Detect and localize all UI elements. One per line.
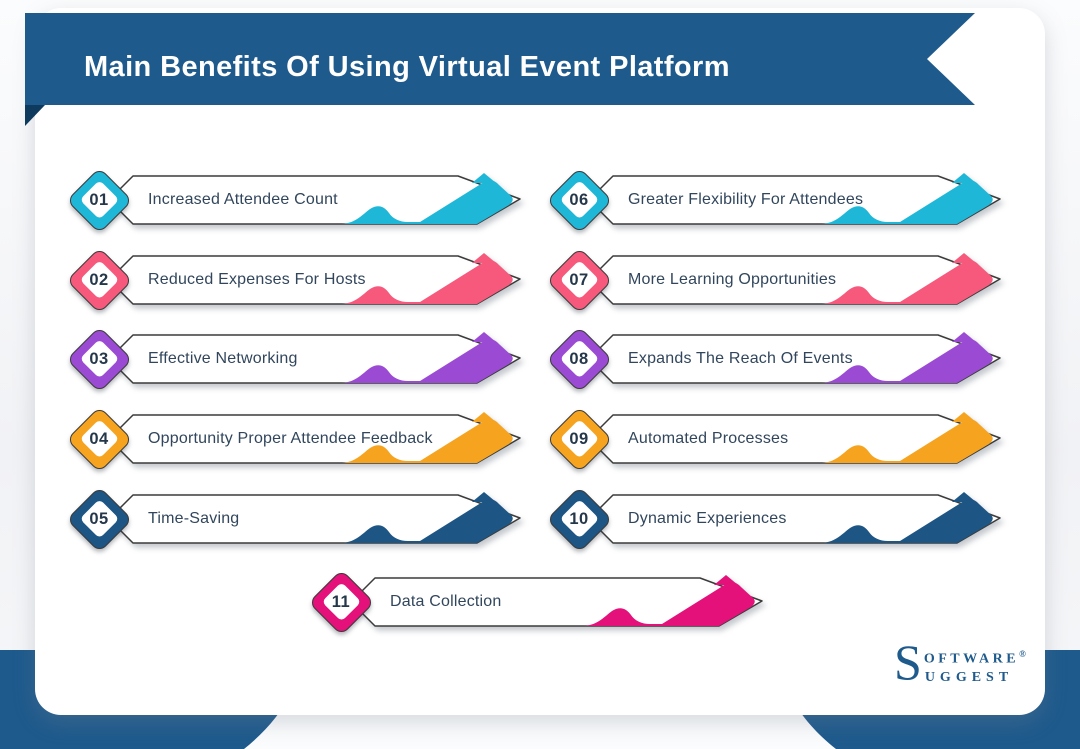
- item-bar: [108, 332, 521, 384]
- ribbon-shape: [25, 13, 975, 105]
- logo-line-software: OFTWARE®: [923, 649, 1026, 667]
- item-bar: [588, 332, 1001, 384]
- item-bar: [108, 492, 521, 544]
- logo-text: OFTWARE® UGGEST: [924, 642, 1026, 686]
- bar-body: [588, 255, 1001, 305]
- swoosh-icon: [822, 499, 993, 543]
- benefit-item: Automated Processes 09: [545, 405, 1012, 473]
- item-number-diamond: 04: [65, 405, 133, 473]
- item-number-diamond: 05: [65, 485, 133, 553]
- item-number-diamond: 10: [545, 485, 613, 553]
- item-number: 06: [569, 190, 589, 209]
- registered-icon: ®: [1019, 649, 1026, 659]
- bar-body: [588, 175, 1001, 225]
- item-label: Expands The Reach Of Events: [628, 350, 853, 367]
- swoosh-icon: [342, 339, 513, 383]
- item-number-diamond: 02: [65, 246, 133, 314]
- swoosh-icon: [822, 260, 993, 304]
- item-label: Effective Networking: [148, 350, 298, 367]
- benefit-item: Greater Flexibility For Attendees 06: [545, 166, 1012, 234]
- swoosh-icon: [342, 260, 513, 304]
- bar-body: [108, 414, 521, 464]
- item-number-diamond: 09: [545, 405, 613, 473]
- item-label: Increased Attendee Count: [148, 191, 338, 208]
- item-number: 03: [89, 349, 109, 368]
- swoosh-icon: [342, 419, 513, 463]
- item-number: 09: [569, 429, 589, 448]
- benefit-item: Reduced Expenses For Hosts 02: [65, 246, 532, 314]
- benefit-item: Opportunity Proper Attendee Feedback 04: [65, 405, 532, 473]
- item-number-diamond: 03: [65, 325, 133, 393]
- item-number-diamond: 06: [545, 166, 613, 234]
- item-number: 08: [569, 349, 589, 368]
- page-title: Main Benefits Of Using Virtual Event Pla…: [84, 51, 730, 83]
- item-label: Automated Processes: [628, 430, 789, 447]
- item-number-diamond: 08: [545, 325, 613, 393]
- benefit-item: Expands The Reach Of Events 08: [545, 325, 1012, 393]
- benefit-item: Effective Networking 03: [65, 325, 532, 393]
- item-number-diamond: 07: [545, 246, 613, 314]
- item-bar: [108, 253, 521, 305]
- ribbon-fold-icon: [25, 105, 45, 126]
- item-number: 11: [331, 592, 351, 611]
- swoosh-icon: [584, 582, 755, 626]
- benefit-item: More Learning Opportunities 07: [545, 246, 1012, 314]
- item-number: 02: [89, 270, 109, 289]
- item-bar: [588, 492, 1001, 544]
- item-bar: [350, 575, 763, 627]
- item-label: Dynamic Experiences: [628, 510, 787, 527]
- item-label: Time-Saving: [148, 510, 240, 527]
- bar-body: [108, 494, 521, 544]
- bar-body: [588, 334, 1001, 384]
- item-bar: [588, 412, 1001, 464]
- softwaresuggest-logo: S OFTWARE® UGGEST: [894, 634, 1026, 690]
- item-number-diamond: 11: [307, 568, 375, 636]
- bar-body: [108, 255, 521, 305]
- benefit-item: Data Collection 11: [307, 568, 774, 636]
- item-number: 07: [569, 270, 589, 289]
- item-number: 10: [569, 509, 589, 528]
- item-number: 05: [89, 509, 109, 528]
- item-number: 01: [89, 190, 109, 209]
- bar-body: [350, 577, 763, 627]
- bar-body: [108, 334, 521, 384]
- bar-body: [108, 175, 521, 225]
- item-label: Reduced Expenses For Hosts: [148, 271, 366, 288]
- swoosh-icon: [822, 180, 993, 224]
- item-label: Data Collection: [390, 593, 502, 610]
- item-bar: [108, 173, 521, 225]
- item-label: More Learning Opportunities: [628, 271, 837, 288]
- bar-body: [588, 414, 1001, 464]
- swoosh-icon: [822, 339, 993, 383]
- bar-body: [588, 494, 1001, 544]
- item-number: 04: [89, 429, 109, 448]
- item-bar: [588, 253, 1001, 305]
- item-label: Opportunity Proper Attendee Feedback: [148, 430, 433, 447]
- title-ribbon: Main Benefits Of Using Virtual Event Pla…: [22, 10, 980, 130]
- item-label: Greater Flexibility For Attendees: [628, 191, 864, 208]
- item-number-diamond: 01: [65, 166, 133, 234]
- item-bar: [108, 412, 521, 464]
- item-bar: [588, 173, 1001, 225]
- benefit-item: Increased Attendee Count 01: [65, 166, 532, 234]
- logo-line-suggest: UGGEST: [924, 669, 1014, 685]
- logo-big-s: S: [894, 634, 922, 690]
- benefit-item: Time-Saving 05: [65, 485, 532, 553]
- swoosh-icon: [342, 180, 513, 224]
- benefit-item: Dynamic Experiences 10: [545, 485, 1012, 553]
- swoosh-icon: [342, 499, 513, 543]
- swoosh-icon: [822, 419, 993, 463]
